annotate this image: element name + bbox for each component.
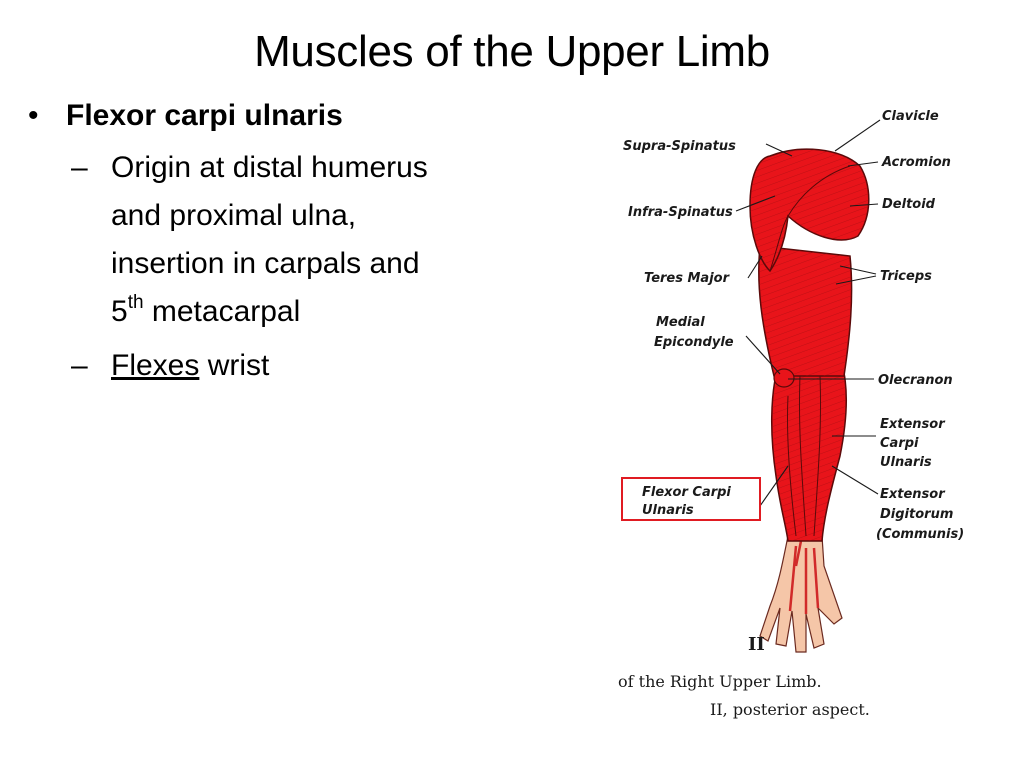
action-rest: wrist [199, 349, 270, 382]
origin-line-1: Origin at distal humerus [111, 151, 428, 184]
origin-ordinal-base: 5 [111, 295, 128, 328]
sub-bullet-action: – Flexes wrist [71, 342, 526, 390]
origin-ordinal-rest: metacarpal [143, 295, 301, 328]
label-ecu-line-3: Ulnaris [880, 455, 932, 470]
label-fcu-line-2: Ulnaris [642, 503, 694, 518]
arm-illustration: Supra-Spinatus Infra-Spinatus Teres Majo… [610, 96, 990, 726]
origin-ordinal-suffix: th [127, 292, 144, 313]
label-edc-line-2: Digitorum [880, 507, 953, 522]
forearm-muscles [770, 363, 847, 542]
slide-title: Muscles of the Upper Limb [254, 27, 770, 76]
label-deltoid: Deltoid [882, 197, 936, 212]
label-clavicle: Clavicle [882, 109, 939, 124]
label-triceps: Triceps [880, 269, 932, 284]
label-olecranon: Olecranon [878, 373, 953, 388]
bullet-list: • Flexor carpi ulnaris – Origin at dista… [26, 94, 526, 390]
leader-lines [735, 119, 881, 507]
hand-illustration [759, 535, 843, 653]
label-fcu-line-1: Flexor Carpi [642, 485, 731, 500]
sub-bullet-marker: – [71, 349, 88, 382]
label-acromion: Acromion [881, 155, 951, 170]
label-medial-line-2: Epicondyle [654, 335, 734, 350]
label-ecu-line-1: Extensor [880, 417, 946, 432]
bullet-flexor-carpi-ulnaris: • Flexor carpi ulnaris [26, 94, 526, 138]
label-supra-spinatus: Supra-Spinatus [623, 139, 736, 154]
shoulder-muscles [749, 148, 870, 273]
caption-line-2: II, posterior aspect. [710, 700, 870, 719]
sub-bullet-marker: – [71, 151, 88, 184]
label-infra-spinatus: Infra-Spinatus [628, 205, 733, 220]
label-edc-line-1: Extensor [880, 487, 946, 502]
arm-diagram: Supra-Spinatus Infra-Spinatus Teres Majo… [618, 109, 964, 719]
view-numeral: II [748, 634, 765, 655]
bullet-marker: • [28, 99, 39, 132]
sub-bullet-origin: – Origin at distal humerus and proximal … [71, 144, 526, 336]
origin-line-2: and proximal ulna, [111, 199, 357, 232]
flexes-link[interactable]: Flexes [111, 349, 200, 382]
caption-line-1: of the Right Upper Limb. [618, 672, 822, 691]
label-medial-line-1: Medial [656, 315, 705, 330]
label-ecu-line-2: Carpi [880, 436, 919, 451]
upper-arm-muscles [758, 245, 853, 388]
bullet-label: Flexor carpi ulnaris [66, 99, 343, 132]
label-edc-line-3: (Communis) [876, 527, 964, 542]
highlight-box [621, 477, 761, 521]
origin-line-3: insertion in carpals and [111, 247, 420, 280]
label-teres-major: Teres Major [644, 271, 731, 286]
